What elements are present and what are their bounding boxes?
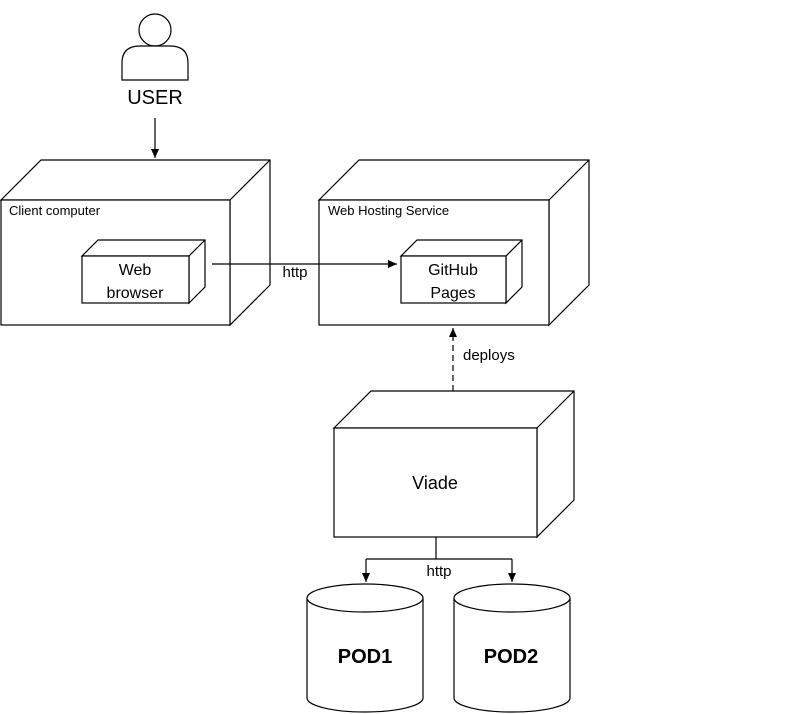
github-pages-box (400, 255, 507, 304)
viade-to-pods-connector (362, 537, 516, 582)
pod2-label: POD2 (484, 646, 538, 668)
pod1-database: POD1 (306, 583, 424, 713)
pod1-label: POD1 (338, 646, 392, 668)
browser-to-pages-label: http (282, 264, 307, 281)
pod1-cylinder-body (306, 598, 424, 713)
viade-box (333, 427, 538, 538)
client-computer-label: Client computer (9, 203, 101, 218)
user-actor: USER (121, 13, 189, 109)
viade-node: Viade (332, 390, 575, 539)
user-head-icon (138, 13, 172, 47)
github-pages-node: GitHub Pages (399, 239, 523, 305)
viade-label: Viade (412, 473, 458, 493)
user-label: USER (127, 87, 183, 109)
viade-deploys-label: deploys (463, 347, 515, 364)
viade-to-pods-label: http (426, 563, 451, 580)
pod2-cylinder-body (453, 598, 571, 713)
github-pages-label-line2: Pages (430, 285, 475, 302)
web-browser-node: Web browser (80, 239, 206, 305)
pod1-cylinder-top (306, 583, 424, 613)
client-computer-node: Client computer (0, 159, 271, 327)
web-hosting-label: Web Hosting Service (328, 203, 449, 218)
user-body-icon (121, 45, 189, 81)
pod2-database: POD2 (453, 583, 571, 713)
github-pages-label-line1: GitHub (428, 262, 478, 279)
pod2-cylinder-top (453, 583, 571, 613)
web-browser-label-line2: browser (107, 285, 165, 302)
web-browser-box (81, 255, 190, 304)
web-browser-label-line1: Web (119, 262, 152, 279)
